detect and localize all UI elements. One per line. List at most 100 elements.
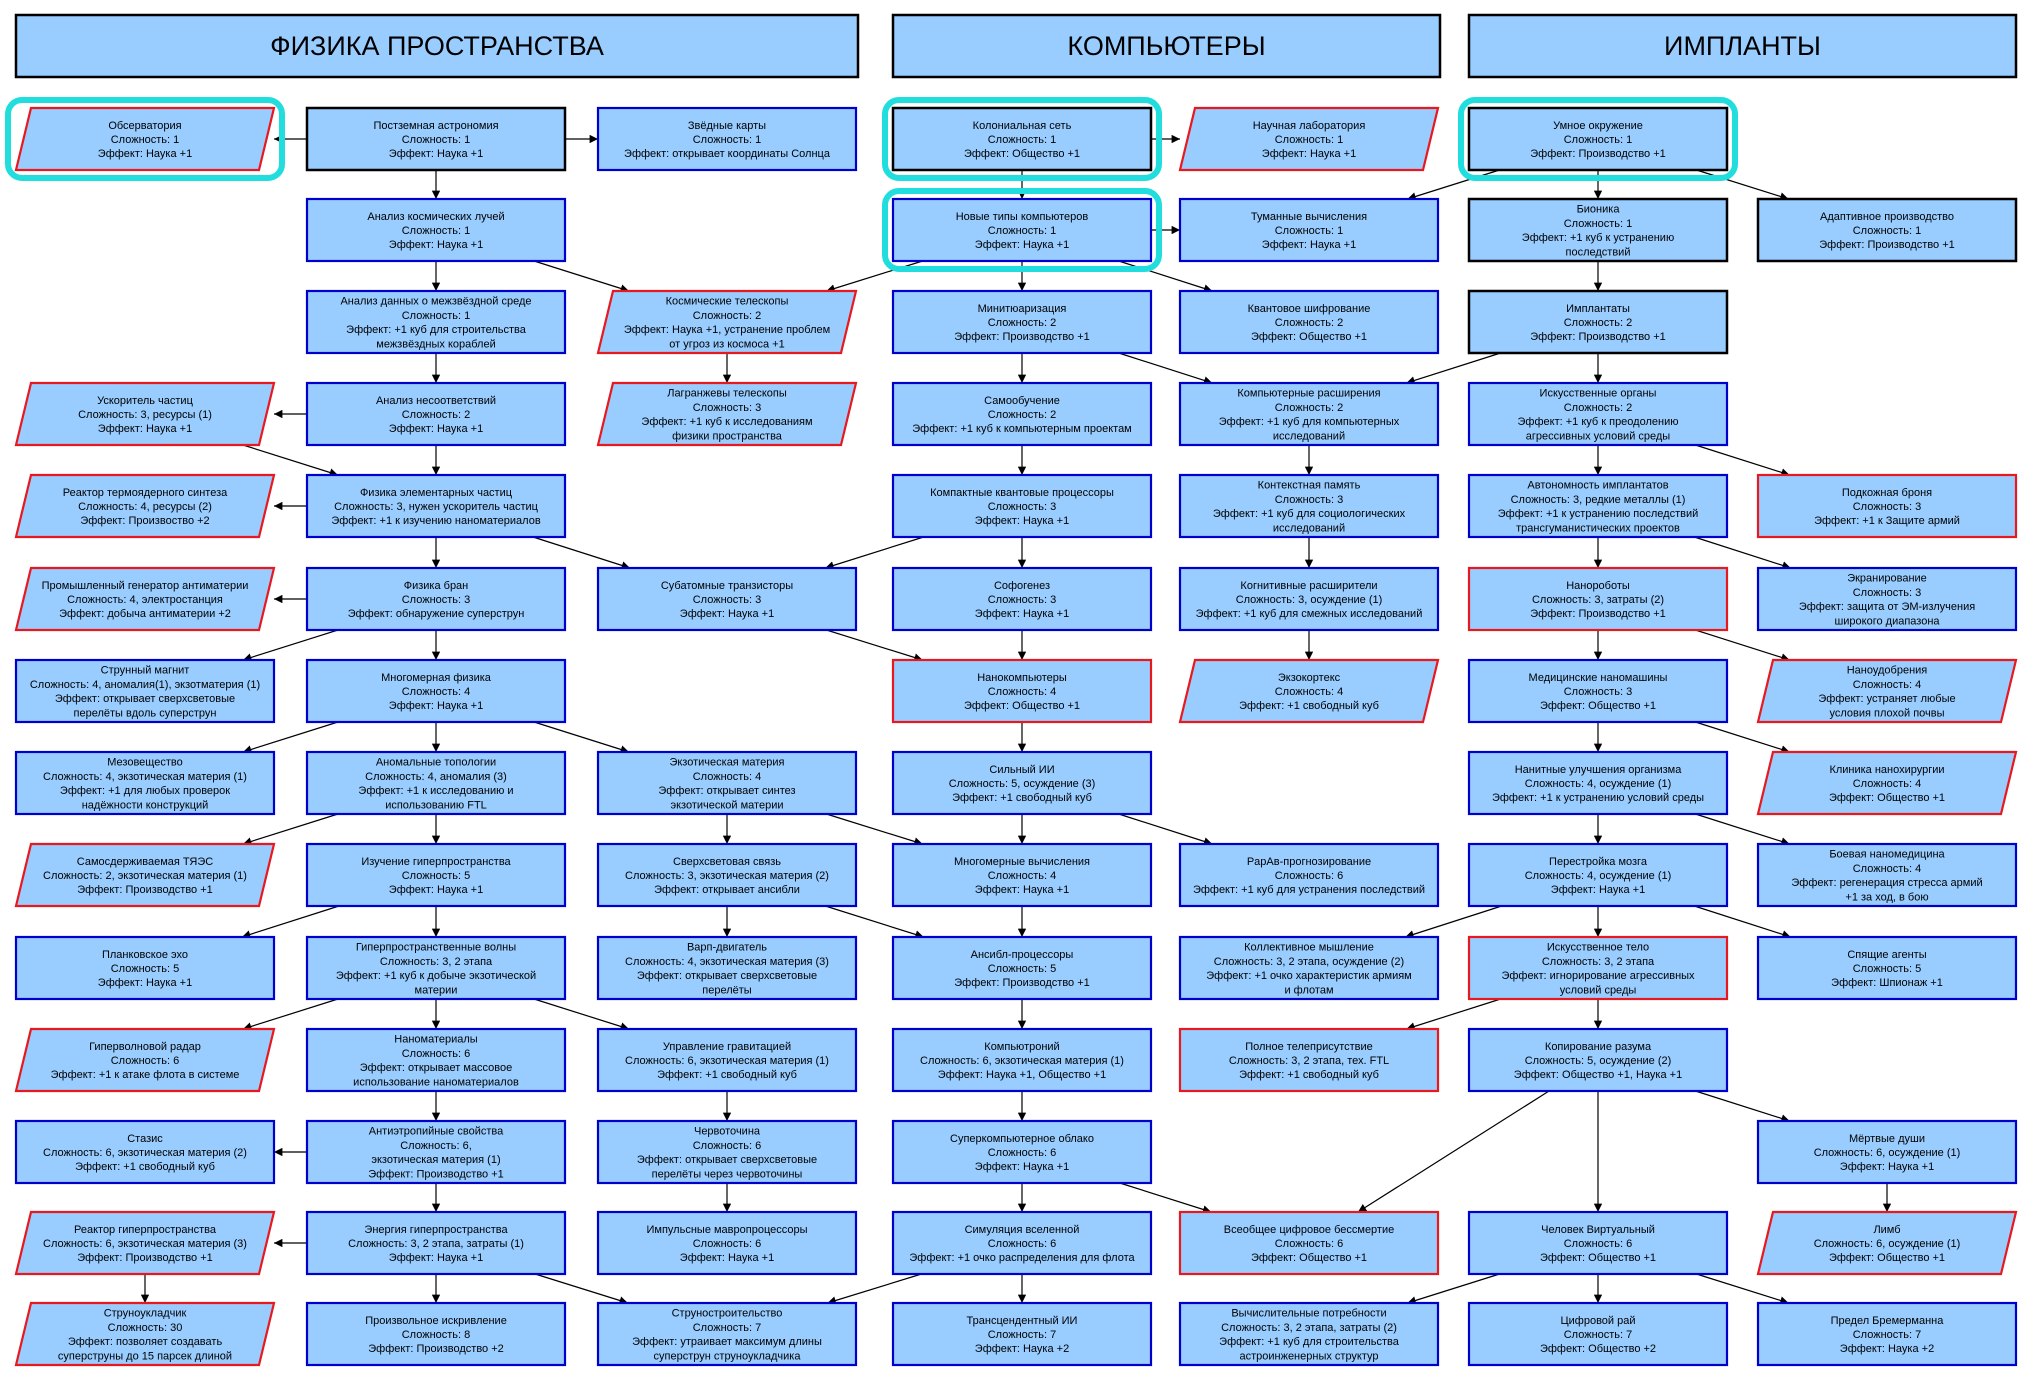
tech-node-c09[interactable]: Компактные квантовые процессорыСложность… (891, 473, 1153, 539)
tech-node-p05[interactable]: Анализ данных о межзвёздной средеСложнос… (305, 289, 567, 355)
tech-node-detail: Сложность: 1 (402, 134, 471, 146)
edge-p18-p20 (242, 813, 339, 846)
tech-node-detail: использованию FTL (385, 799, 487, 811)
section-header-label: КОМПЬЮТЕРЫ (1067, 31, 1265, 61)
tech-node-detail: Сложность: 3 (402, 594, 471, 606)
tech-node-shape (305, 473, 567, 539)
tech-node-p10[interactable]: Реактор термоядерного синтезаСложность: … (14, 473, 276, 539)
tech-node-title: Лагранжевы телескопы (667, 388, 787, 400)
project-node-shape (14, 106, 276, 172)
tech-node-detail: Сложность: 6, экзотическая материя (3) (43, 1238, 247, 1250)
tech-node-title: Предел Бремерманна (1831, 1315, 1945, 1327)
project-node-shape (596, 289, 858, 355)
tech-node-detail: Сложность: 1 (1564, 218, 1633, 230)
tech-node-shape (1178, 1027, 1440, 1093)
tech-node-p12[interactable]: Промышленный генератор антиматерииСложно… (14, 566, 276, 632)
tech-node-detail: экзотической материи (670, 799, 783, 811)
